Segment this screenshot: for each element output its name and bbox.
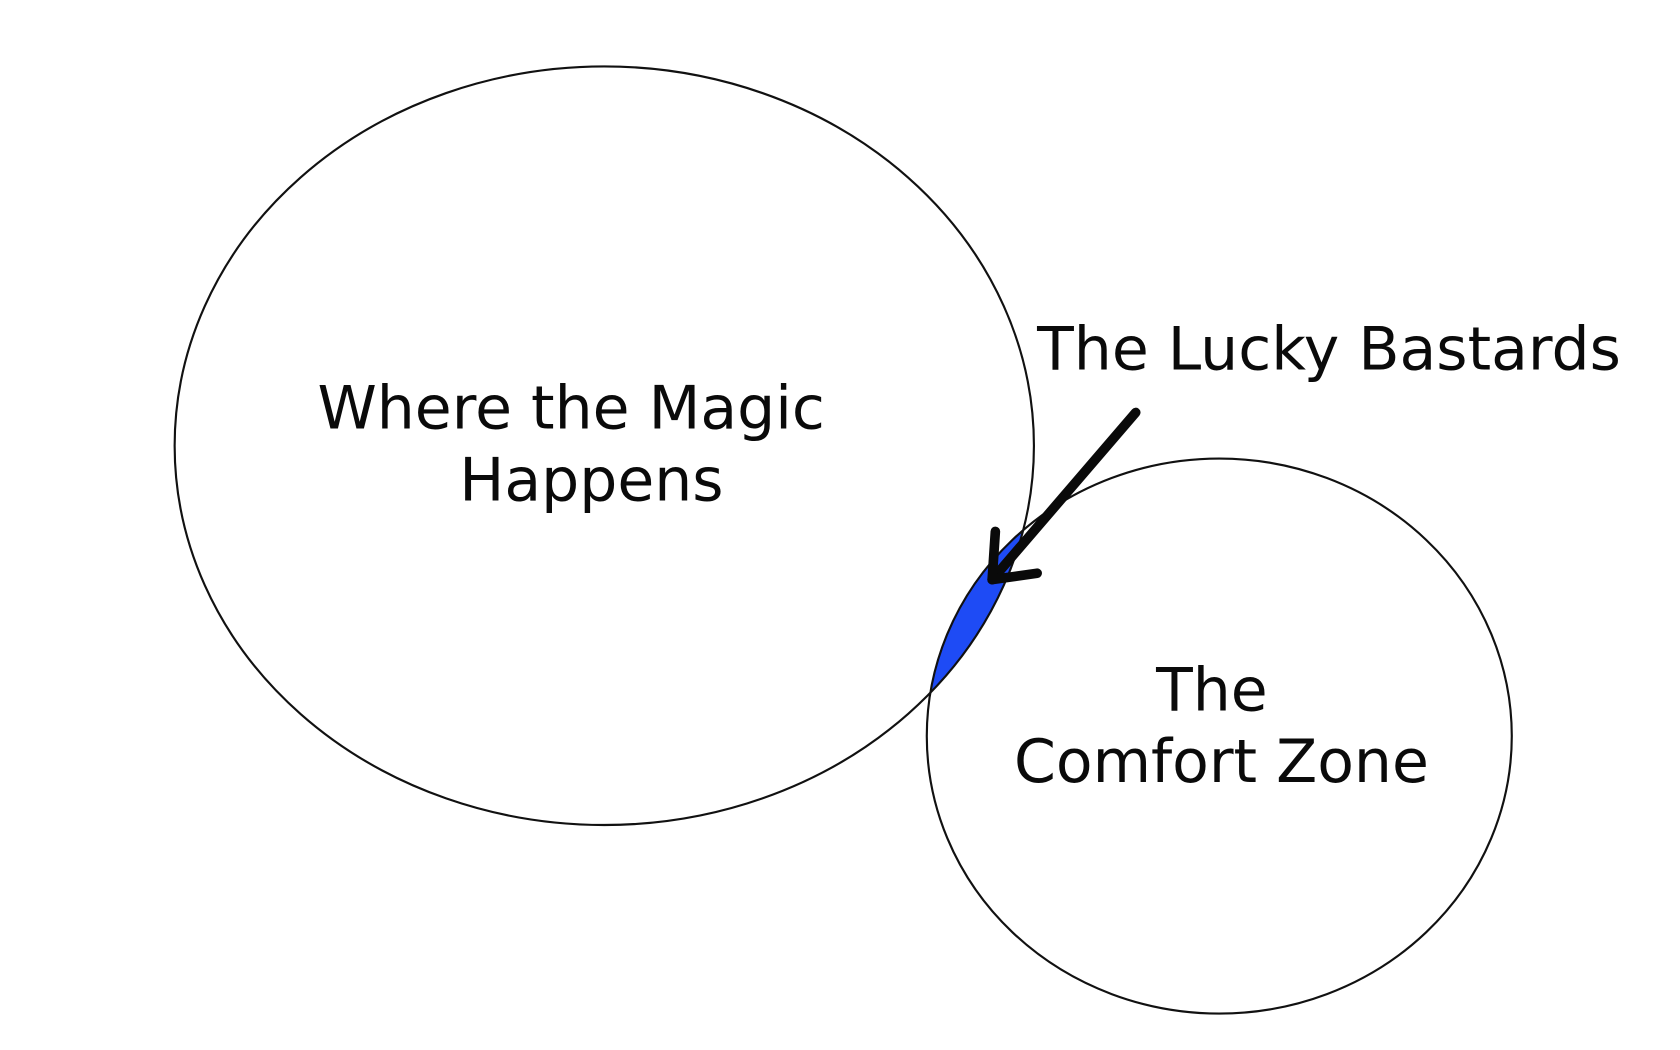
magic-label: Where the Magic Happens	[317, 374, 844, 516]
magic-circle	[173, 65, 1035, 827]
arrow-icon	[987, 407, 1141, 585]
comfort-zone-label: The Comfort Zone	[1014, 655, 1429, 797]
magic-label-line-1: Where the Magic	[317, 374, 824, 444]
comfort-zone-label-line-1: The	[1155, 655, 1268, 725]
comfort-zone-label-line-2: Comfort Zone	[1014, 727, 1429, 797]
comfort-zone-circle	[925, 457, 1513, 1015]
magic-label-line-2: Happens	[459, 445, 723, 515]
lucky-bastards-label: The Lucky Bastards	[1036, 315, 1621, 385]
